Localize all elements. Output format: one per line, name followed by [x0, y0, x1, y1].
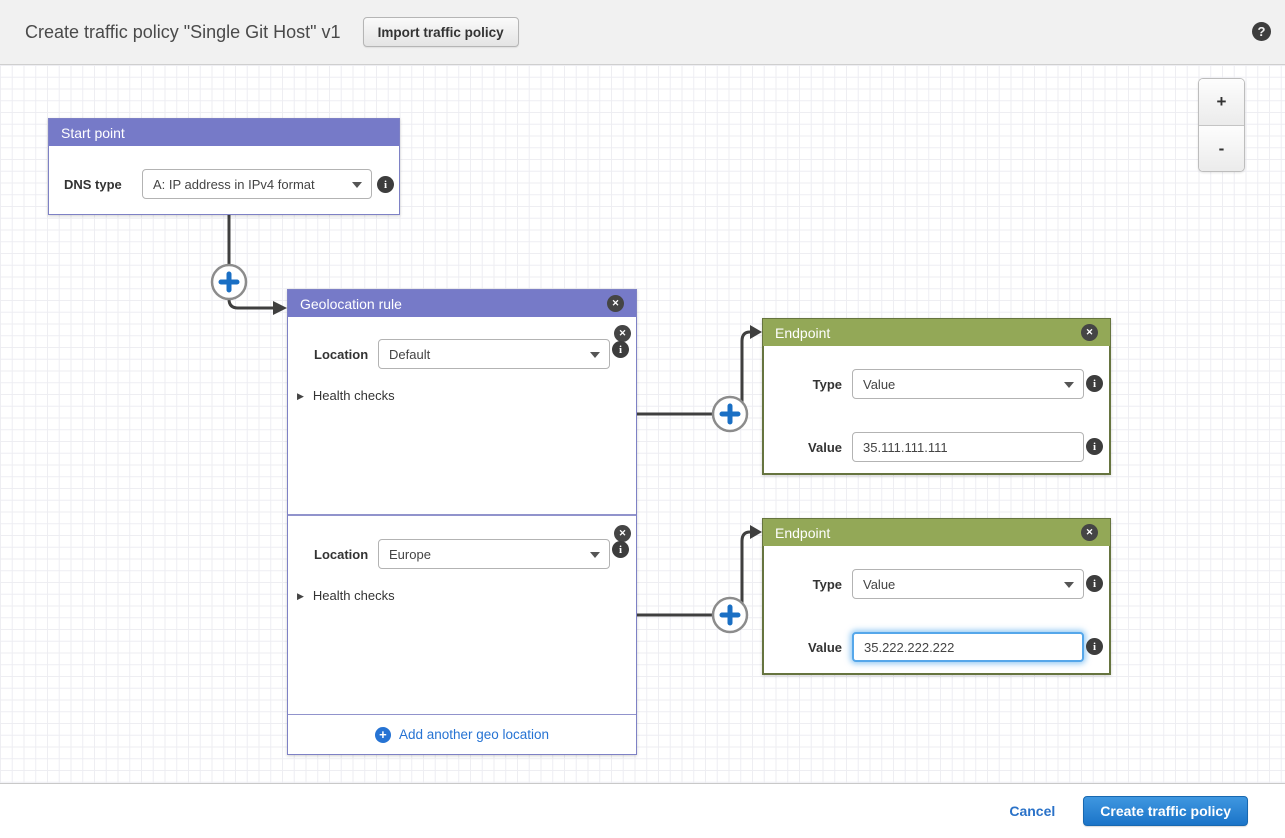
help-icon[interactable]: ? [1252, 22, 1271, 41]
location-label: Location [314, 347, 369, 362]
geo-section-default: ✕ Location Default i ▶ Health checks [288, 317, 636, 516]
location-info-icon[interactable]: i [612, 541, 629, 558]
health-checks-toggle[interactable]: ▶ Health checks [297, 588, 395, 603]
endpoint-1-value-input[interactable] [852, 432, 1084, 462]
endpoint-1-header[interactable]: Endpoint ✕ [763, 319, 1110, 346]
caret-down-icon [352, 182, 362, 188]
create-traffic-policy-button[interactable]: Create traffic policy [1083, 795, 1248, 826]
connector-plus-button-start[interactable] [210, 263, 248, 301]
caret-down-icon [590, 552, 600, 558]
health-checks-label: Health checks [312, 588, 395, 603]
dns-type-select[interactable]: A: IP address in IPv4 format [142, 169, 372, 199]
value-info-icon[interactable]: i [1086, 638, 1103, 655]
arrowhead-geolocation [273, 301, 287, 315]
connector-plus-button-geo2[interactable] [711, 596, 749, 634]
type-info-icon[interactable]: i [1086, 375, 1103, 392]
wire-plus-to-endpoint2 [740, 530, 751, 603]
type-info-icon[interactable]: i [1086, 575, 1103, 592]
wire-plus-to-geolocation [227, 298, 273, 310]
start-point-node: Start point DNS type A: IP address in IP… [48, 118, 400, 215]
endpoint-1-type-select[interactable]: Value [852, 369, 1084, 399]
endpoint-1-body: Type Value i Value i [764, 346, 1109, 474]
start-point-title: Start point [61, 124, 125, 141]
add-geo-location-link[interactable]: + Add another geo location [288, 714, 636, 754]
disclosure-triangle-icon: ▶ [297, 391, 304, 401]
geo-section-europe-close-icon[interactable]: ✕ [614, 525, 631, 542]
endpoint-2-header[interactable]: Endpoint ✕ [763, 519, 1110, 546]
start-point-header[interactable]: Start point [49, 119, 399, 146]
type-selected-value: Value [863, 576, 896, 592]
disclosure-triangle-icon: ▶ [297, 591, 304, 601]
caret-down-icon [590, 352, 600, 358]
health-checks-toggle[interactable]: ▶ Health checks [297, 388, 395, 403]
start-point-body: DNS type A: IP address in IPv4 format i [49, 146, 399, 215]
type-label: Type [812, 577, 842, 592]
geolocation-rule-header[interactable]: Geolocation rule ✕ [288, 290, 636, 317]
type-label: Type [812, 377, 842, 392]
geolocation-rule-node: Geolocation rule ✕ ✕ Location Default i … [287, 289, 637, 755]
location-label: Location [314, 547, 369, 562]
location-info-icon[interactable]: i [612, 341, 629, 358]
dns-type-info-icon[interactable]: i [377, 176, 394, 193]
page-title: Create traffic policy "Single Git Host" … [25, 21, 341, 42]
bottom-action-bar: Cancel Create traffic policy [0, 784, 1285, 837]
geo-section-europe: ✕ Location Europe i ▶ Health checks [288, 516, 636, 716]
endpoint-2-title: Endpoint [775, 524, 831, 541]
health-checks-label: Health checks [312, 388, 395, 403]
dns-type-label: DNS type [64, 177, 122, 192]
arrowhead-endpoint1 [750, 325, 762, 339]
endpoint-node-1: Endpoint ✕ Type Value i Value i [762, 318, 1111, 475]
wire-plus-to-endpoint1 [740, 330, 751, 402]
dns-type-selected-value: A: IP address in IPv4 format [153, 176, 315, 192]
location-select-default[interactable]: Default [378, 339, 610, 369]
caret-down-icon [1064, 582, 1074, 588]
arrowhead-endpoint2 [750, 525, 762, 539]
canvas-zoom-controls: + - [1198, 78, 1245, 172]
top-header-bar: Create traffic policy "Single Git Host" … [0, 0, 1285, 65]
add-geo-location-label: Add another geo location [398, 727, 550, 742]
import-traffic-policy-button[interactable]: Import traffic policy [362, 17, 519, 47]
value-label: Value [808, 640, 842, 655]
value-label: Value [808, 440, 842, 455]
endpoint-2-close-icon[interactable]: ✕ [1081, 524, 1098, 541]
caret-down-icon [1064, 382, 1074, 388]
endpoint-node-2: Endpoint ✕ Type Value i Value i [762, 518, 1111, 675]
endpoint-1-title: Endpoint [775, 324, 831, 341]
connector-plus-button-geo1[interactable] [711, 395, 749, 433]
type-selected-value: Value [863, 376, 896, 392]
endpoint-2-value-input[interactable] [852, 632, 1084, 662]
zoom-out-button[interactable]: - [1199, 125, 1244, 171]
endpoint-2-type-select[interactable]: Value [852, 569, 1084, 599]
location-selected-value: Default [389, 346, 431, 362]
location-select-europe[interactable]: Europe [378, 539, 610, 569]
cancel-link[interactable]: Cancel [1009, 802, 1056, 819]
policy-editor-canvas[interactable]: + - Start point DNS type A: IP address i… [0, 65, 1285, 784]
add-plus-icon: + [374, 726, 391, 743]
value-info-icon[interactable]: i [1086, 438, 1103, 455]
location-selected-value: Europe [389, 546, 431, 562]
geolocation-rule-close-icon[interactable]: ✕ [607, 295, 624, 312]
endpoint-2-body: Type Value i Value i [764, 546, 1109, 674]
zoom-in-button[interactable]: + [1199, 79, 1244, 125]
geolocation-rule-title: Geolocation rule [300, 295, 402, 312]
connector-wires [210, 215, 762, 634]
endpoint-1-close-icon[interactable]: ✕ [1081, 324, 1098, 341]
geo-section-default-close-icon[interactable]: ✕ [614, 325, 631, 342]
